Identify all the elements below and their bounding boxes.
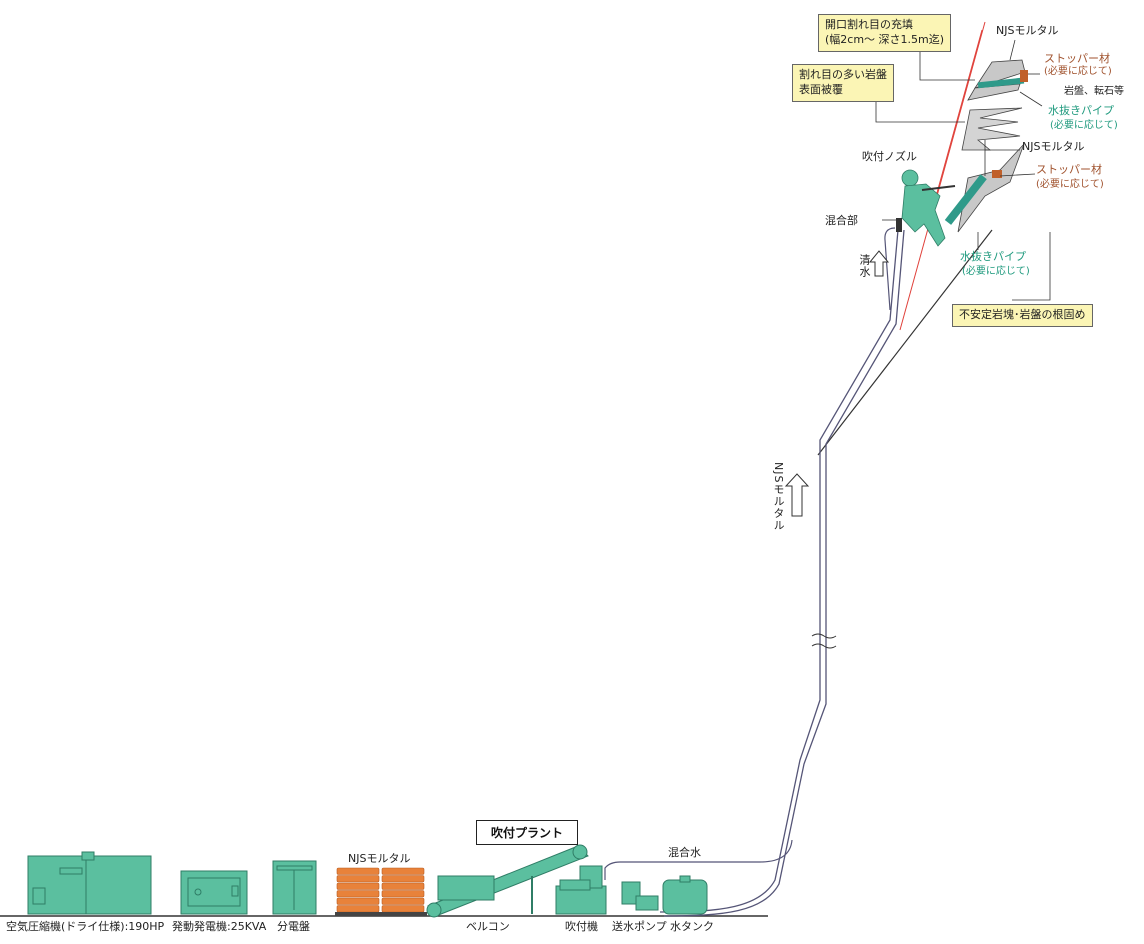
mortar-bag <box>381 882 425 890</box>
drain-bottom-label: 水抜きパイプ <box>960 250 1026 263</box>
root-fix-callout: 不安定岩塊･岩盤の根固め <box>952 304 1093 327</box>
drain-bottom-note: (必要に応じて) <box>962 266 1030 277</box>
spray-nozzle-label: 吹付ノズル <box>862 150 917 163</box>
sprayer-machine <box>555 865 607 915</box>
mortar-bag <box>336 867 380 875</box>
stopper-top-label: ストッパー材 <box>1044 52 1110 65</box>
mixing-part-marker <box>896 218 902 232</box>
mortar-bag <box>381 905 425 913</box>
mortar-bag <box>336 875 380 883</box>
up-arrow-njs <box>784 473 810 517</box>
drain-top-label: 水抜きパイプ <box>1048 104 1114 117</box>
rock-lower <box>957 143 1025 233</box>
mortar-bag <box>381 875 425 883</box>
mortar-bag <box>381 890 425 898</box>
crack-fill-callout: 開口割れ目の充填 (幅2cm〜 深さ1.5m迄) <box>818 14 952 52</box>
stopper-mid <box>992 170 1002 178</box>
distribution-panel <box>272 860 317 915</box>
rock-label: 岩盤、転石等 <box>1064 86 1124 97</box>
leader-lines <box>875 39 1051 301</box>
mortar-bag <box>336 897 380 905</box>
stopper-top <box>1020 70 1028 82</box>
belt-conveyor <box>426 844 589 918</box>
mortar-bag <box>336 905 380 913</box>
mortar-bag <box>336 882 380 890</box>
water-tank-label: 水タンク <box>670 920 714 933</box>
surface-cover-line1: 割れ目の多い岩盤 <box>799 68 887 81</box>
red-guide-lines <box>899 21 986 331</box>
mortar-bag <box>336 890 380 898</box>
drain-pipe-bottom <box>944 174 987 225</box>
pallet <box>335 912 427 916</box>
surface-cover-line2: 表面被覆 <box>799 82 843 96</box>
mortar-bag <box>381 867 425 875</box>
njs-top-label: NJSモルタル <box>996 24 1059 37</box>
sprayer-label: 吹付機 <box>565 920 598 933</box>
pipe-break-marks <box>811 633 837 649</box>
slope-line <box>817 229 993 456</box>
stopper-mid-note: (必要に応じて) <box>1036 179 1104 190</box>
stopper-mid-label: ストッパー材 <box>1036 163 1102 176</box>
plant-title: 吹付プラント <box>476 820 579 845</box>
water-tank <box>662 875 708 915</box>
clean-water-line <box>884 227 896 311</box>
stopper-top-note: (必要に応じて) <box>1044 66 1112 77</box>
pipe-njs-label: NJSモルタル <box>772 462 785 532</box>
generator-label: 発動発電機:25KVA <box>172 920 267 933</box>
crack-fill-line1: 開口割れ目の充填 <box>825 18 913 31</box>
air-compressor-label: 空気圧縮機(ドライ仕様):190HP <box>6 920 165 933</box>
worker-figure <box>901 169 956 247</box>
mixing-part-label: 混合部 <box>825 214 858 227</box>
drain-pipe-top <box>977 77 1025 89</box>
mixed-water-label: 混合水 <box>668 846 701 859</box>
belt-conveyor-label: ベルコン <box>466 920 510 933</box>
rock-middle <box>961 107 1023 151</box>
mortar-stack-label: NJSモルタル <box>348 852 411 865</box>
mortar-bag <box>381 897 425 905</box>
water-pump-label: 送水ポンプ <box>612 920 667 933</box>
up-arrow-water <box>868 250 890 277</box>
water-pump <box>621 881 659 911</box>
air-compressor <box>27 851 152 915</box>
mortar-pipe <box>659 229 905 917</box>
panel-label: 分電盤 <box>277 920 310 933</box>
njs-mid-label: NJSモルタル <box>1022 140 1085 153</box>
clean-water-label: 清水 <box>858 254 871 278</box>
surface-cover-callout: 割れ目の多い岩盤 表面被覆 <box>792 64 894 102</box>
mortar-bag-stack <box>335 867 427 916</box>
generator <box>180 870 248 915</box>
mixed-water-line <box>604 839 793 880</box>
drain-top-note: (必要に応じて) <box>1050 120 1118 131</box>
crack-fill-line2: (幅2cm〜 深さ1.5m迄) <box>825 32 945 46</box>
